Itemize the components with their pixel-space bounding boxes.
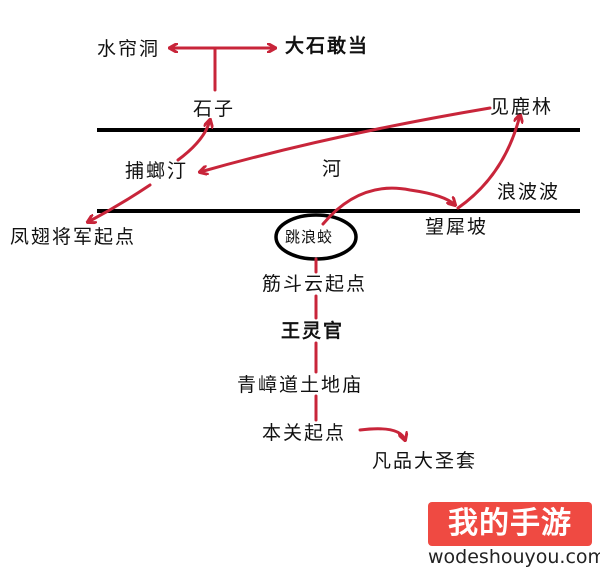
node-wanglingguan: 王灵官 bbox=[281, 320, 345, 342]
node-shizi: 石子 bbox=[193, 98, 236, 120]
node-tiaolangjiao: 跳浪蛟 bbox=[285, 228, 334, 246]
node-dashigandang: 大石敢当 bbox=[285, 35, 370, 57]
node-jindouyun: 筋斗云起点 bbox=[262, 273, 368, 295]
node-shuiliandong: 水帘洞 bbox=[97, 38, 161, 60]
node-jianlulin: 见鹿林 bbox=[490, 96, 554, 118]
node-benguan: 本关起点 bbox=[262, 422, 347, 444]
watermark-url: wodeshouyou.com bbox=[428, 546, 600, 568]
node-langbobo: 浪波波 bbox=[497, 181, 561, 203]
node-fengchi: 凤翅将军起点 bbox=[10, 226, 137, 248]
node-wangxipo: 望犀坡 bbox=[425, 216, 489, 238]
river-label: 河 bbox=[322, 158, 344, 180]
node-qingzhang: 青嶂道土地庙 bbox=[237, 374, 364, 396]
node-buyeting: 捕螂汀 bbox=[125, 160, 189, 182]
node-fanpin: 凡品大圣套 bbox=[372, 450, 478, 472]
watermark-logo: 我的手游 bbox=[428, 502, 592, 546]
